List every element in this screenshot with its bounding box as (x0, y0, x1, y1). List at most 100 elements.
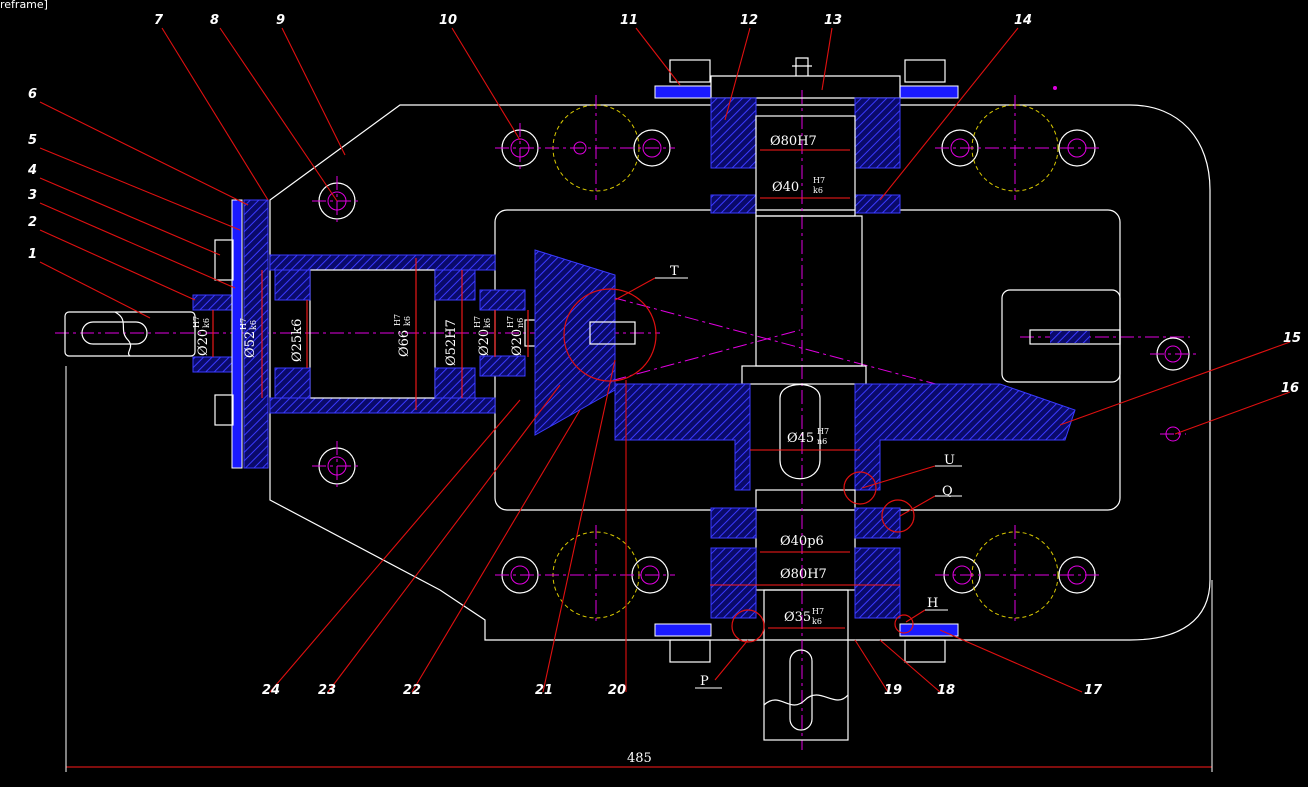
part-number-2: 2 (28, 215, 37, 230)
gasket-bottom-left (654, 623, 712, 637)
bolt-hole-group (312, 86, 1196, 625)
part-number-11: 11 (620, 13, 638, 28)
nut-top (479, 289, 526, 311)
top-bolt-left (669, 59, 711, 83)
window-tab-title[interactable]: reframe] (0, 0, 48, 11)
bolt-hole-gauge (1150, 337, 1196, 371)
part-number-8: 8 (210, 13, 219, 28)
part-number-16: 16 (1281, 381, 1299, 396)
detail-letter-H: H (927, 596, 938, 611)
lower-bearing-left (710, 547, 757, 619)
grease-nipple (792, 57, 812, 76)
bolt-head-top (214, 239, 234, 281)
lower-seat-right (854, 507, 901, 539)
hub-keyway (779, 384, 821, 480)
upper-bearing-left (710, 97, 757, 169)
fit-d40-top: Ø40 (772, 180, 799, 195)
lower-seat-left (710, 507, 757, 539)
part-number-24: 24 (262, 683, 280, 698)
bearing-left-bottom (274, 367, 311, 399)
bolt-hole-16 (1160, 426, 1186, 442)
detail-letter-U: U (944, 453, 955, 468)
fit-d80H7-top: Ø80H7 (770, 134, 817, 149)
fit-d35-sup: H7 (812, 607, 824, 616)
fit-d35-sub: k6 (812, 617, 822, 626)
fit-d20-right-sub: n6 (516, 318, 525, 328)
flange-7 (243, 199, 269, 469)
fit-d45-sup: H7 (817, 427, 829, 436)
detail-circle-U (843, 471, 877, 505)
bolt-head-bottom (214, 394, 234, 426)
part-number-1: 1 (28, 247, 37, 262)
sleeve-bore (309, 269, 436, 399)
gasket-bottom-right (899, 623, 959, 637)
part-number-9: 9 (276, 13, 285, 28)
bolt-hole-top-right (935, 86, 1100, 200)
shaft-shoulder (741, 365, 867, 385)
fit-d66-sub: k6 (403, 316, 412, 326)
output-shaft-assembly (614, 57, 1121, 741)
fit-d20-mid: Ø20 (477, 329, 492, 356)
bolt-hole-top-mid (545, 95, 675, 200)
fit-d25k6: Ø25k6 (290, 319, 305, 362)
gear-hub-left (614, 383, 751, 491)
bolt-hole-bottom-left (495, 525, 675, 625)
input-keyway (81, 321, 148, 345)
gasket-top-left (654, 85, 712, 99)
overall-dimension-485: 485 (627, 751, 652, 766)
fit-d35: Ø35 (784, 610, 811, 625)
top-bolt-right (904, 59, 946, 83)
bolt-hole-bottom-right (935, 525, 1100, 625)
bearing-sleeve-top (269, 254, 496, 271)
part-number-18: 18 (937, 683, 955, 698)
detail-circle-Q (881, 499, 915, 533)
upper-seat-left (710, 194, 757, 214)
oil-gauge-thread (1050, 331, 1090, 343)
fit-d66: Ø66 (397, 330, 412, 357)
main-shaft (755, 215, 863, 367)
bottom-bolt-left (669, 639, 711, 663)
bevel-pinion-21 (534, 249, 616, 436)
bevel-gear-15 (854, 383, 1076, 491)
break-line-input (114, 311, 132, 357)
input-cap-bottom (192, 356, 239, 373)
output-shaft-end (763, 589, 849, 741)
part-number-20: 20 (608, 683, 626, 698)
housing-outline (269, 104, 1211, 641)
detail-circle-P (731, 609, 765, 643)
fit-d20-right-sup: H7 (506, 316, 515, 328)
input-cap-top (192, 294, 239, 311)
part-number-22: 22 (403, 683, 421, 698)
top-cap-13 (710, 75, 901, 99)
fit-d20-mid-sub: k6 (483, 318, 492, 328)
bearing-right-top (434, 269, 476, 301)
part-number-14: 14 (1014, 13, 1032, 28)
fit-d45: Ø45 (787, 431, 814, 446)
fit-d52-left: Ø52 (243, 331, 258, 358)
detail-letter-labels: T U Q H P (670, 264, 955, 689)
lower-bearing-right (854, 547, 901, 619)
fit-d20-left-sup: H7 (192, 316, 201, 328)
fit-d20-left-sub: k6 (202, 318, 211, 328)
bolt-hole-10 (495, 123, 545, 173)
fit-d20-right: Ø20 (510, 329, 525, 356)
part-number-7: 7 (154, 13, 164, 28)
bolt-hole-lower-left (312, 441, 362, 491)
fit-d52-left-sup: H7 (239, 318, 248, 330)
detail-letter-T: T (670, 264, 679, 279)
part-number-12: 12 (740, 13, 758, 28)
fit-d20-mid-sup: H7 (473, 316, 482, 328)
output-keyway (789, 649, 813, 731)
upper-seat-right (854, 194, 901, 214)
fit-d66-sup: H7 (393, 314, 402, 326)
fit-d40p6: Ø40p6 (780, 534, 824, 549)
input-shaft-assembly (64, 199, 636, 469)
gasket-top-right (899, 85, 959, 99)
pinion-screw (589, 321, 636, 345)
part-number-19: 19 (884, 683, 902, 698)
fit-d52-left-sub: k6 (249, 320, 258, 330)
break-line-output (763, 694, 849, 706)
leader-lines (39, 27, 1291, 693)
part-number-labels: 1 2 3 4 5 6 7 8 9 10 11 12 13 14 15 16 1… (27, 13, 1301, 698)
